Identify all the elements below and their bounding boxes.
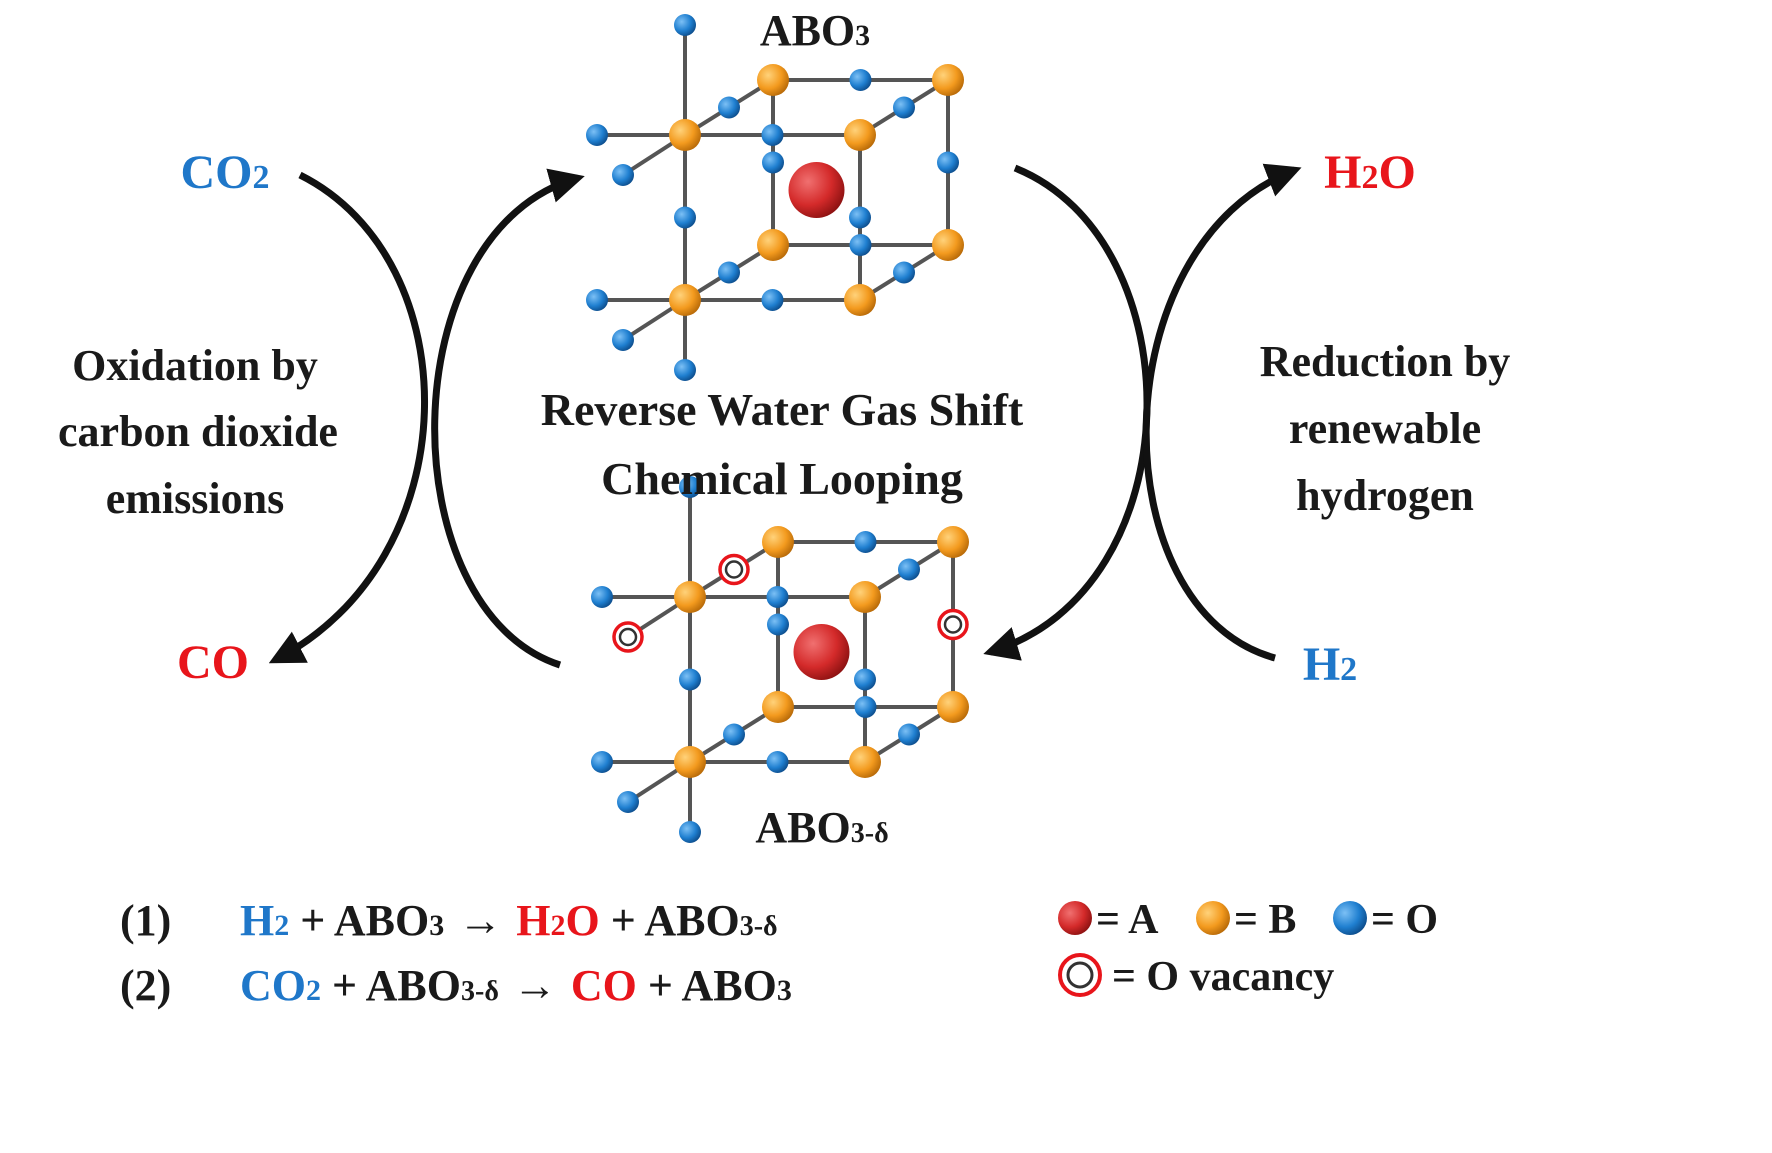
b-site-atom: [849, 581, 881, 613]
b-site-atom: [937, 526, 969, 558]
oxygen-atom: [854, 668, 876, 691]
oxygen-atom: [674, 359, 696, 381]
oxygen-atom: [586, 289, 608, 311]
a-site-atom: [793, 624, 850, 680]
oxygen-atom: [898, 723, 920, 746]
oxygen-atom: [761, 124, 784, 146]
oxygen-vacancy-core: [618, 627, 638, 647]
legend-a-atom-icon: [1058, 901, 1092, 935]
oxygen-vacancy-core: [943, 615, 963, 634]
legend-b-atom-icon: [1196, 901, 1230, 935]
perovskite-cell-abo3: [586, 14, 964, 381]
oxygen-atom: [718, 96, 740, 119]
oxygen-atom: [612, 164, 634, 186]
oxygen-atom: [854, 531, 877, 553]
oxygen-atom: [898, 558, 920, 581]
left-caption-line3: emissions: [106, 474, 284, 523]
eq2-number: (2): [120, 961, 171, 1010]
oxygen-atom: [893, 261, 915, 284]
legend-o-atom-icon: [1333, 901, 1367, 935]
b-site-atom: [669, 119, 701, 151]
b-site-atom: [762, 526, 794, 558]
oxygen-atom: [937, 151, 959, 174]
oxygen-atom: [674, 206, 696, 229]
legend-a-label: = A: [1096, 897, 1159, 943]
b-site-atom: [932, 64, 964, 96]
b-site-atom: [844, 119, 876, 151]
co2-input-label: CO2: [181, 146, 270, 199]
oxygen-atom: [586, 124, 608, 146]
b-site-atom: [669, 284, 701, 316]
h2-input-label: H2: [1303, 638, 1357, 691]
b-site-atom: [937, 691, 969, 723]
oxygen-atom: [849, 206, 871, 229]
left-caption-line1: Oxidation by: [72, 341, 318, 390]
b-site-atom: [757, 229, 789, 261]
left-curve-lattice-up: [431, 168, 585, 669]
equation-1: (1) H2 + ABO3→H2O + ABO3-δ: [120, 896, 778, 945]
oxygen-atom: [761, 289, 784, 311]
oxygen-vacancy-core: [724, 560, 744, 579]
oxygen-atom: [591, 586, 613, 608]
center-title-line1: Reverse Water Gas Shift: [541, 384, 1024, 435]
top-cell-label: ABO3: [760, 6, 870, 55]
oxygen-atom: [679, 476, 701, 498]
b-site-atom: [844, 284, 876, 316]
legend: = A = B = O = O vacancy: [1058, 897, 1438, 1000]
left-caption-line2: carbon dioxide: [58, 407, 338, 456]
right-caption-line3: hydrogen: [1296, 471, 1474, 520]
oxygen-atom: [591, 751, 613, 773]
b-site-atom: [849, 746, 881, 778]
perovskite-cell-abo3-delta: [591, 476, 969, 843]
oxygen-atom: [762, 151, 784, 174]
oxygen-atom: [849, 69, 872, 91]
right-curve-h2-to-h2o: [1142, 163, 1302, 662]
oxygen-atom: [718, 261, 740, 284]
oxygen-atom: [767, 613, 789, 636]
legend-b-label: = B: [1234, 897, 1296, 943]
b-site-atom: [674, 581, 706, 613]
cycle-arrows: [268, 163, 1302, 669]
a-site-atom: [788, 162, 845, 218]
bottom-cell-label: ABO3-δ: [755, 803, 888, 852]
oxygen-atom: [679, 821, 701, 843]
b-site-atom: [932, 229, 964, 261]
oxygen-atom: [617, 791, 639, 813]
oxygen-atom: [766, 586, 789, 608]
legend-vacancy-inner-ring: [1066, 961, 1094, 989]
right-caption-line2: renewable: [1289, 404, 1481, 453]
oxygen-atom: [723, 723, 745, 746]
center-title-line2: Chemical Looping: [601, 453, 963, 504]
eq2-body: CO2 + ABO3-δ→CO + ABO3: [240, 961, 792, 1010]
oxygen-atom: [854, 696, 877, 718]
oxygen-atom: [679, 668, 701, 691]
eq1-number: (1): [120, 896, 171, 945]
b-site-atom: [757, 64, 789, 96]
legend-o-label: = O: [1371, 897, 1438, 943]
b-site-atom: [762, 691, 794, 723]
equation-2: (2) CO2 + ABO3-δ→CO + ABO3: [120, 961, 792, 1010]
co-output-label: CO: [177, 636, 249, 689]
oxygen-atom: [766, 751, 789, 773]
right-caption-line1: Reduction by: [1260, 337, 1511, 386]
left-curve-co2-to-co: [268, 171, 429, 664]
eq1-body: H2 + ABO3→H2O + ABO3-δ: [240, 896, 778, 945]
oxygen-atom: [893, 96, 915, 119]
oxygen-atom: [849, 234, 872, 256]
b-site-atom: [674, 746, 706, 778]
h2o-output-label: H2O: [1324, 146, 1416, 199]
oxygen-atom: [674, 14, 696, 36]
legend-vacancy-label: = O vacancy: [1112, 954, 1334, 1000]
oxygen-atom: [612, 329, 634, 351]
